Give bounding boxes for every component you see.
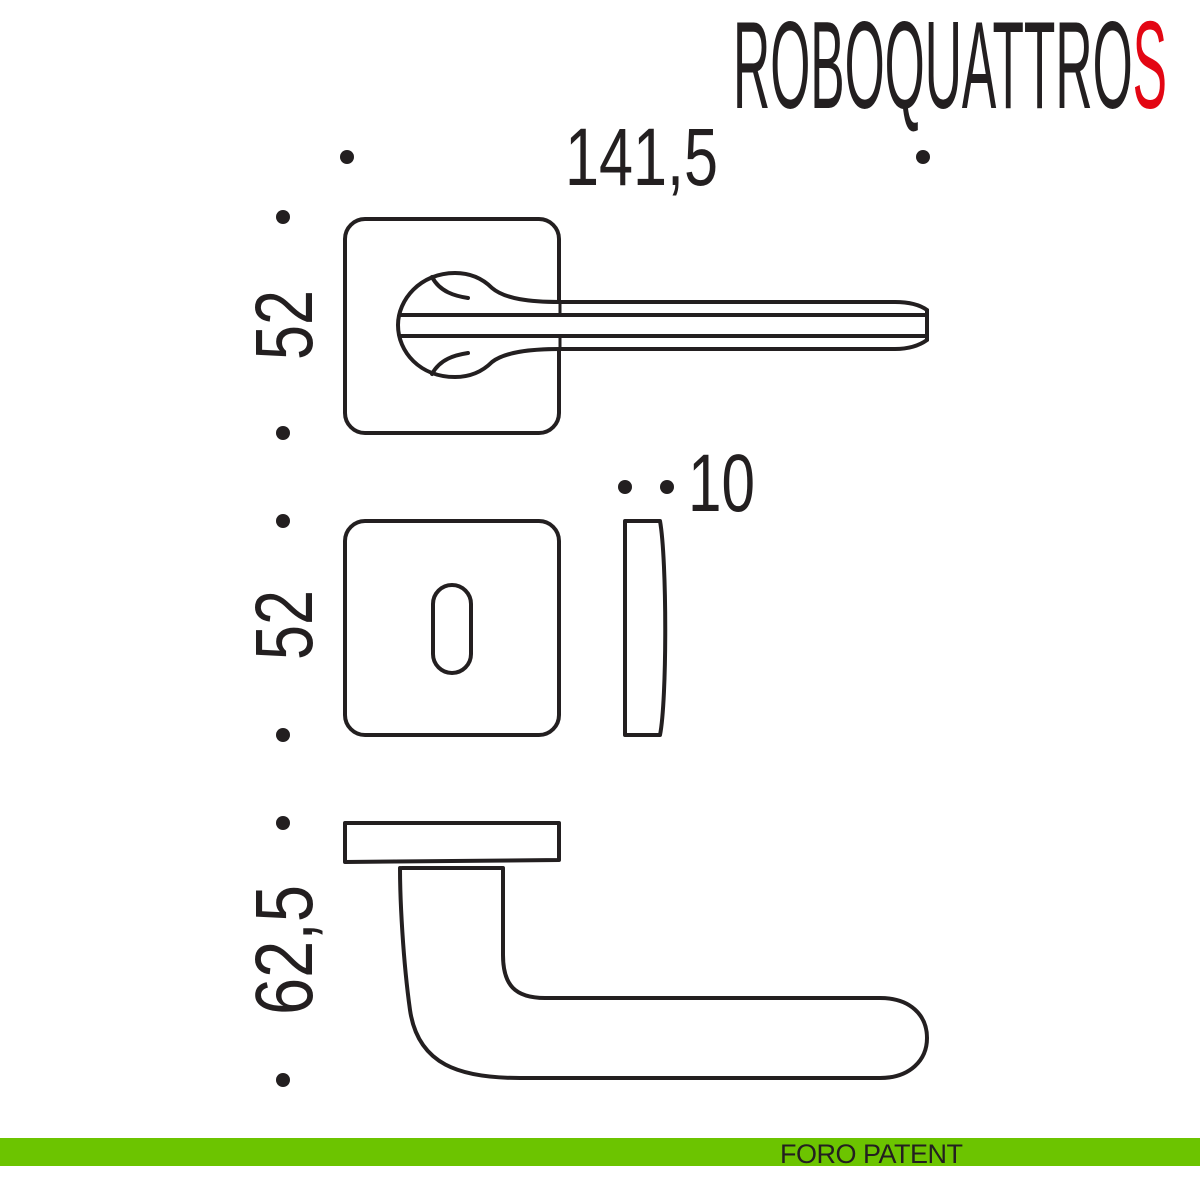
dimension-dot [340, 150, 354, 164]
keyhole-slot [431, 583, 473, 675]
escutcheon-front-view [343, 519, 561, 737]
brand-title: ROBOQUATTROS [733, 0, 1167, 135]
lever-side-view [343, 821, 929, 1080]
lever-front-view [343, 217, 929, 435]
dimension-dot [916, 150, 930, 164]
dimension-dot [276, 514, 290, 528]
footer-label: FORO PATENT [780, 1139, 963, 1169]
dimension-dot [276, 1073, 290, 1087]
dimension-dot [276, 426, 290, 440]
dimension-dot [276, 728, 290, 742]
dimension-dot [660, 480, 674, 494]
dimension-dot [276, 210, 290, 224]
brand-title-suffix: S [1133, 0, 1167, 135]
escutcheon-height-label: 52 [239, 590, 330, 660]
projection-label: 62,5 [239, 885, 330, 1015]
footer-bar [0, 1138, 1200, 1166]
escutcheon-side-profile [623, 519, 668, 737]
dimension-dot [618, 480, 632, 494]
brand-title-main: ROBOQUATTRO [733, 0, 1133, 135]
dimension-dot [276, 816, 290, 830]
thickness-label: 10 [688, 438, 755, 529]
overall-length-label: 141,5 [565, 112, 718, 203]
rosette-height-label: 52 [239, 290, 330, 360]
